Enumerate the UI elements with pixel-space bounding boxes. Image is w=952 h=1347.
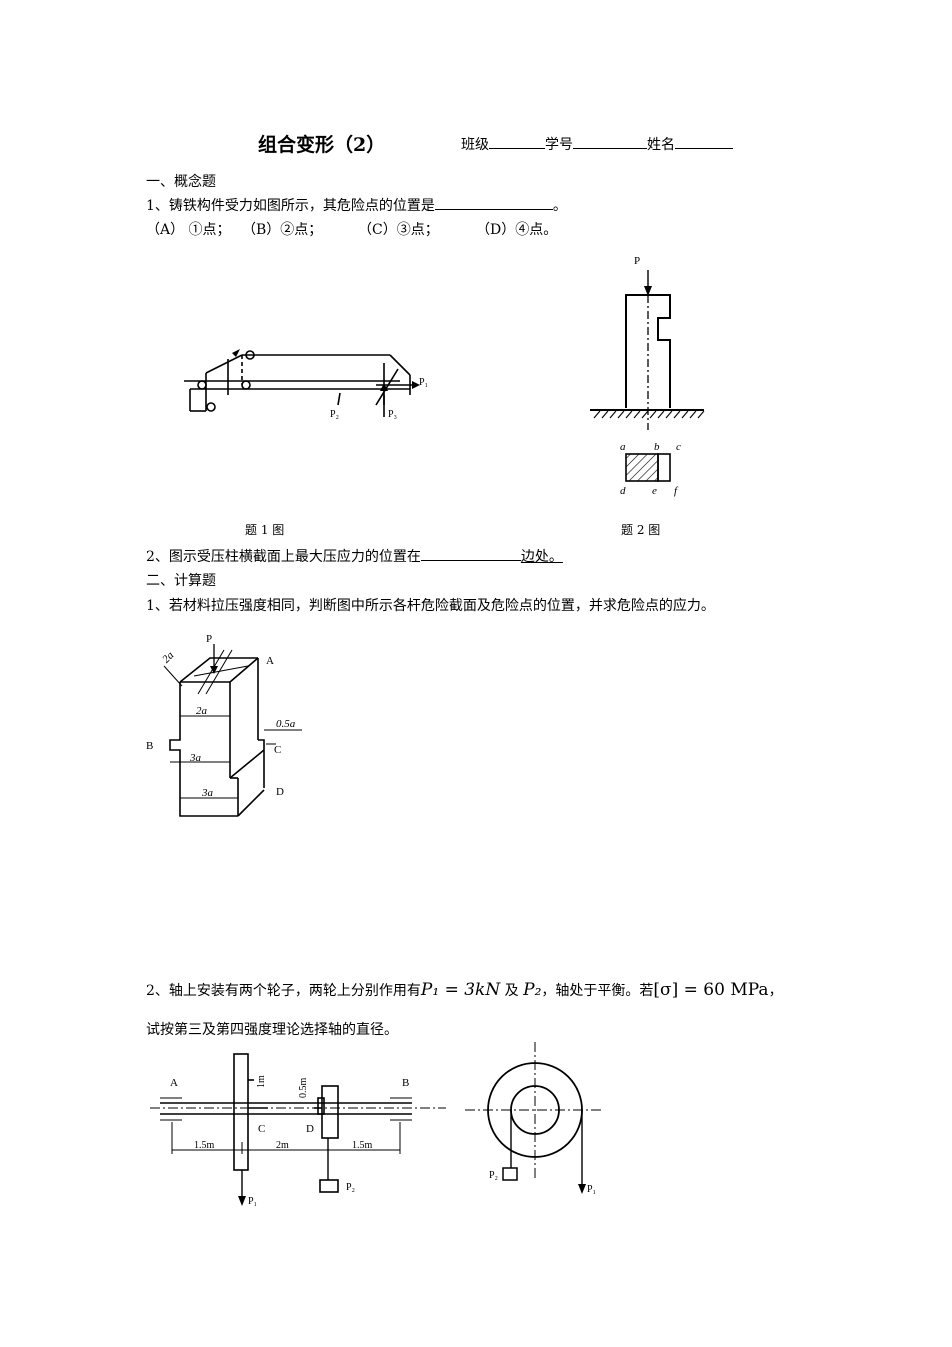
- question-2-2-line2: 试按第三及第四强度理论选择轴的直径。: [146, 1022, 398, 1038]
- dim-05a: 0.5a: [276, 718, 296, 730]
- figure-3: P 2a A 2a 0.5a B C 3a 3a D: [146, 633, 302, 817]
- question-2-1: 1、若材料拉压强度相同，判断图中所示各杆危险截面及危险点的位置，并求危险点的应力…: [146, 598, 715, 614]
- label-p2: P₂: [489, 1170, 498, 1181]
- dim-2a-top: 2a: [160, 649, 177, 666]
- figure-2: P a b c d e f: [590, 255, 705, 497]
- figure-4-wheels: P₂ P₁: [465, 1042, 603, 1195]
- dim-3a-2: 3a: [201, 787, 214, 799]
- dim-3a-1: 3a: [189, 752, 202, 764]
- option-d[interactable]: （D）④点。: [476, 222, 558, 238]
- label-a: A: [266, 655, 274, 667]
- question-1-1: 1、铸铁构件受力如图所示，其危险点的位置是 。: [146, 195, 567, 215]
- question-suffix: 。: [552, 198, 567, 214]
- label-d: D: [306, 1123, 314, 1135]
- q2-text-a: 2、轴上安装有两个轮子，两轮上分别作用有: [146, 983, 421, 999]
- label-a: A: [170, 1077, 178, 1089]
- label-c: C: [258, 1123, 265, 1135]
- label-p3: P₃: [388, 409, 397, 420]
- label-p1: P₁: [587, 1184, 596, 1195]
- label-p2: P₂: [330, 409, 339, 420]
- length-3: 1.5m: [352, 1140, 373, 1151]
- label-p1: P₁: [419, 377, 428, 388]
- id-label: 学号: [545, 137, 573, 153]
- sigma-formula: [σ] = 60 MPa: [653, 980, 769, 1000]
- question-2-2-line1: 2、轴上安装有两个轮子，两轮上分别作用有P₁ = 3kN 及 P₂，轴处于平衡。…: [146, 980, 783, 1000]
- label-b: B: [402, 1077, 409, 1089]
- section-heading-calculations: 二、计算题: [146, 573, 216, 589]
- label-b: b: [654, 441, 660, 453]
- name-blank[interactable]: [675, 134, 733, 149]
- label-b: B: [146, 740, 153, 752]
- question-1-2: 2、图示受压柱横截面上最大压应力的位置在 边处。: [146, 546, 563, 566]
- id-blank[interactable]: [573, 134, 647, 149]
- question-text: 1、铸铁构件受力如图所示，其危险点的位置是: [146, 198, 435, 214]
- student-info: 班级 学号 姓名: [461, 134, 733, 154]
- class-blank[interactable]: [489, 134, 545, 149]
- q2-text-b: 及: [500, 983, 524, 999]
- class-label: 班级: [461, 137, 489, 153]
- option-c[interactable]: （C）③点；: [358, 222, 439, 238]
- radius-05m: 0.5m: [298, 1078, 309, 1099]
- figure-1: P₁ P₂ P₃: [184, 349, 428, 420]
- question-text: 2、图示受压柱横截面上最大压应力的位置在: [146, 549, 421, 565]
- label-p: P: [634, 255, 640, 267]
- figure-4-shaft: A B 1m 0.5m C D 1.5m 2m 1.5m P₁ P₂: [150, 1053, 446, 1207]
- label-f: f: [674, 485, 679, 497]
- section-heading-concepts: 一、概念题: [146, 174, 216, 190]
- page-title: 组合变形（2）: [258, 134, 386, 156]
- label-d: d: [620, 485, 626, 497]
- option-b[interactable]: （B）②点；: [242, 222, 323, 238]
- q2-text-c: ，轴处于平衡。若: [541, 983, 654, 999]
- p1-formula: P₁ = 3kN: [420, 980, 501, 1000]
- length-2: 2m: [276, 1140, 289, 1151]
- option-a[interactable]: （A） ①点；: [146, 222, 231, 238]
- figure-2-caption: 题 2 图: [621, 523, 661, 537]
- label-c: c: [676, 441, 681, 453]
- label-a: a: [620, 441, 626, 453]
- answer-blank[interactable]: [434, 195, 553, 210]
- name-label: 姓名: [647, 137, 675, 153]
- label-p2: P₂: [346, 1182, 355, 1193]
- q2-text-d: ，: [768, 983, 783, 999]
- radius-1m: 1m: [256, 1075, 267, 1088]
- length-1: 1.5m: [194, 1140, 215, 1151]
- label-e: e: [652, 485, 657, 497]
- p2-formula: P₂: [523, 980, 542, 1000]
- label-p1: P₁: [248, 1196, 257, 1207]
- label-c: C: [274, 744, 281, 756]
- dim-2a: 2a: [196, 705, 208, 717]
- figure-1-caption: 题 1 图: [245, 523, 285, 537]
- label-p: P: [206, 633, 212, 645]
- label-d: D: [276, 786, 284, 798]
- question-suffix: 边处。: [520, 549, 563, 565]
- answer-blank[interactable]: [420, 546, 521, 561]
- question-1-1-options: （A） ①点； （B）②点； （C）③点； （D）④点。: [146, 219, 557, 239]
